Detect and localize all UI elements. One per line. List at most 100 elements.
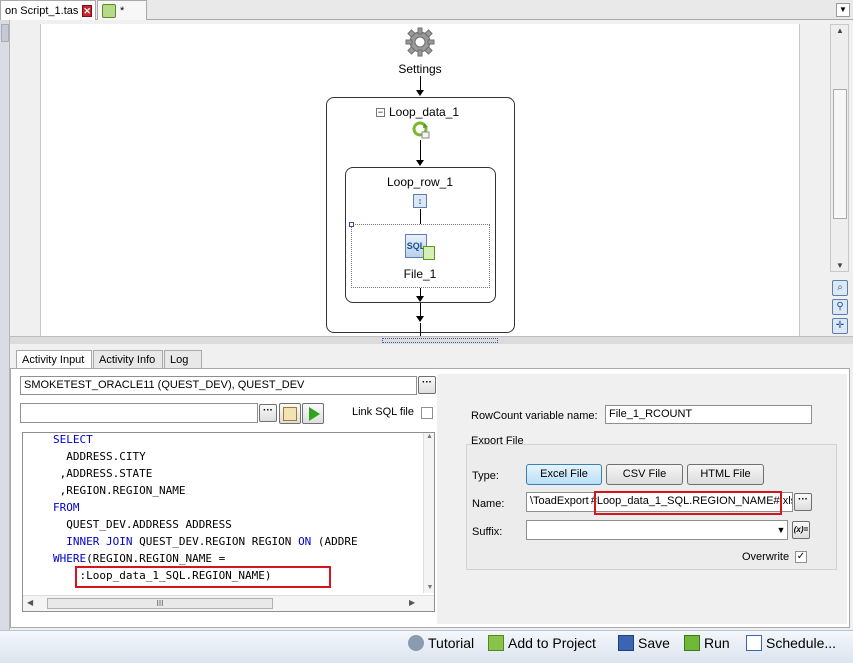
sql-export-icon[interactable]: SQL	[405, 232, 437, 262]
tab-log[interactable]: Log	[164, 350, 202, 369]
scroll-up-icon[interactable]: ▲	[836, 26, 844, 35]
scroll-right-icon[interactable]: ▶	[409, 598, 416, 607]
sql-text: ,REGION.REGION_NAME	[53, 484, 186, 497]
link-sql-label: Link SQL file	[352, 406, 414, 418]
sql-editor[interactable]: SELECT ADDRESS.CITY ,ADDRESS.STATE ,REGI…	[22, 432, 435, 612]
connection-field[interactable]: SMOKETEST_ORACLE11 (QUEST_DEV), QUEST_DE…	[20, 376, 417, 395]
sql-text: (ADDRE	[311, 535, 358, 548]
gutter-grip[interactable]	[1, 24, 9, 42]
where-highlight-box	[75, 566, 331, 588]
excel-file-button[interactable]: Excel File	[526, 464, 602, 485]
sql-file-field[interactable]	[20, 403, 258, 423]
tab-new-label: *	[120, 4, 125, 17]
suffix-dropdown-icon[interactable]: ▼	[776, 525, 786, 535]
arrow-head	[416, 160, 424, 166]
rowcount-field[interactable]: File_1_RCOUNT	[605, 405, 812, 424]
sql-line: WHERE(REGION.REGION_NAME =	[53, 552, 225, 566]
save-button[interactable]: Save	[618, 632, 670, 654]
connector-line	[420, 76, 421, 90]
connector-line	[420, 288, 421, 298]
run-icon	[684, 635, 700, 651]
run-sql-button[interactable]	[302, 403, 324, 424]
sql-file-browse-button[interactable]: ···	[259, 404, 277, 422]
binoculars-icon[interactable]: ⚲	[832, 299, 848, 315]
chevron-down-icon[interactable]: ▼	[836, 3, 850, 17]
sql-text: QUEST_DEV.REGION REGION	[132, 535, 299, 548]
rowcount-label: RowCount variable name:	[471, 410, 598, 422]
tab-script[interactable]: on Script_1.tas ✕	[0, 0, 96, 20]
collapse-icon[interactable]: −	[376, 107, 385, 117]
connection-browse-button[interactable]: ···	[418, 376, 436, 394]
row-loop-icon[interactable]: ↕	[413, 194, 427, 208]
sql-line: ,ADDRESS.STATE	[53, 467, 153, 481]
connector-line	[420, 323, 421, 336]
add-to-project-button[interactable]: Add to Project	[488, 632, 596, 654]
suffix-field[interactable]	[526, 520, 788, 540]
name-label: Name:	[472, 498, 505, 510]
run-button[interactable]: Run	[684, 632, 730, 654]
overwrite-checkbox[interactable]: ✓	[795, 551, 807, 563]
close-icon[interactable]: ✕	[82, 4, 92, 17]
add-project-icon	[488, 635, 504, 651]
name-browse-button[interactable]: ···	[794, 493, 812, 511]
sql-line: QUEST_DEV.ADDRESS ADDRESS	[53, 518, 232, 532]
tab-new[interactable]: *	[97, 0, 147, 20]
connector-line	[420, 209, 421, 224]
connector-line	[420, 303, 421, 317]
run-label: Run	[704, 635, 730, 651]
scroll-down-icon[interactable]: ▼	[836, 261, 844, 270]
file-label: File_1	[403, 267, 437, 281]
gear-icon[interactable]	[404, 26, 436, 58]
splitter-grip[interactable]	[382, 338, 498, 343]
html-file-button[interactable]: HTML File	[687, 464, 764, 485]
left-gutter	[0, 20, 10, 630]
edit-sql-button[interactable]	[279, 403, 301, 424]
sql-line: FROM	[53, 501, 80, 515]
tutorial-label: Tutorial	[428, 635, 475, 651]
app-icon	[102, 3, 116, 18]
csv-file-button[interactable]: CSV File	[606, 464, 683, 485]
name-variable: #Loop_data_1_SQL.REGION_NAME#	[590, 495, 780, 507]
tutorial-button[interactable]: Tutorial	[408, 632, 474, 654]
scrollbar-thumb[interactable]	[833, 89, 847, 219]
add-to-project-label: Add to Project	[508, 635, 596, 651]
selection-handle[interactable]	[349, 222, 354, 227]
suffix-label: Suffix:	[472, 526, 503, 538]
scroll-left-icon[interactable]: ◀	[27, 598, 34, 607]
schedule-button[interactable]: Schedule...	[746, 632, 836, 654]
file-node-selection[interactable]	[351, 224, 490, 288]
name-prefix: \ToadExport	[530, 495, 589, 507]
play-icon	[309, 407, 320, 421]
arrow-head	[416, 90, 424, 96]
schedule-icon	[746, 635, 762, 651]
scroll-up-icon[interactable]: ▲	[426, 433, 433, 440]
panel-splitter[interactable]	[10, 336, 853, 344]
sql-line: ADDRESS.CITY	[53, 450, 146, 464]
sql-keyword: FROM	[53, 501, 80, 514]
settings-label: Settings	[398, 62, 442, 76]
tab-activity-info[interactable]: Activity Info	[93, 350, 163, 369]
name-highlight-box	[594, 491, 782, 515]
sql-text: ADDRESS.CITY	[53, 450, 146, 463]
sql-keyword: ON	[298, 535, 312, 548]
sql-line: ,REGION.REGION_NAME	[53, 484, 186, 498]
tab-activity-input[interactable]: Activity Input	[16, 350, 92, 370]
sql-text: ,ADDRESS.STATE	[53, 467, 153, 480]
scrollbar-thumb[interactable]: III	[47, 598, 273, 609]
loop-icon[interactable]	[412, 121, 430, 139]
sql-horizontal-scrollbar[interactable]: ◀ III ▶	[23, 595, 434, 611]
scroll-down-icon[interactable]: ▼	[426, 584, 434, 591]
link-sql-checkbox[interactable]	[421, 407, 433, 419]
bottom-toolbar	[0, 630, 853, 663]
navigator-icon[interactable]: ✛	[832, 318, 848, 334]
save-label: Save	[638, 635, 670, 651]
variable-button[interactable]: (x)=	[792, 521, 810, 539]
sql-keyword: WHERE	[53, 552, 87, 565]
zoom-fit-icon[interactable]: ⌕	[832, 280, 848, 296]
sql-text: :Loop_data_1_SQL.REGION_NAME)	[53, 569, 272, 582]
sql-vertical-scrollbar[interactable]: ▲ ▼	[423, 433, 434, 593]
canvas-scrollbar[interactable]: ▲ ▼	[830, 24, 849, 272]
arrow-head	[416, 296, 424, 302]
name-field[interactable]: \ToadExport #Loop_data_1_SQL.REGION_NAME…	[526, 492, 793, 512]
sql-keyword: SELECT	[53, 433, 93, 446]
